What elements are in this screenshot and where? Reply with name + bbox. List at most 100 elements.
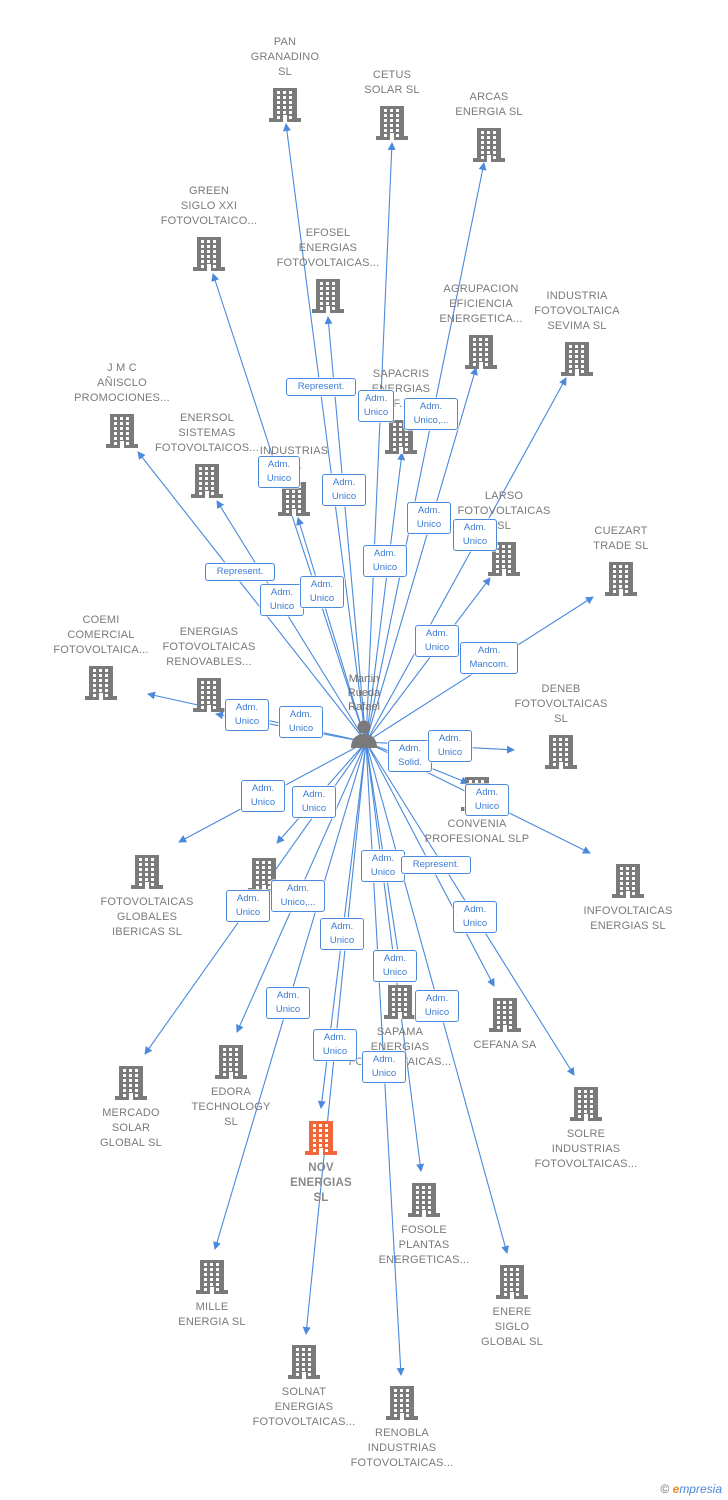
company-node-nov[interactable]: NOV ENERGIAS SL (261, 1119, 381, 1206)
company-node-enere[interactable]: ENERE SIGLO GLOBAL SL (452, 1263, 572, 1350)
relation-label-ksl[interactable]: Adm. Unico (292, 786, 336, 818)
building-icon (193, 678, 225, 712)
company-node-jmc[interactable]: J M C AÑISCLO PROMOCIONES... (62, 361, 182, 448)
relation-label-green[interactable]: Adm. Unico (258, 456, 300, 488)
company-node-solnat[interactable]: SOLNAT ENERGIAS FOTOVOLTAICAS... (244, 1343, 364, 1430)
building-icon (384, 985, 416, 1019)
company-label: SOLRE INDUSTRIAS FOTOVOLTAICAS... (534, 1128, 638, 1170)
edge-sapacris (365, 452, 406, 743)
relation-label-renovables[interactable]: Adm. Unico (279, 706, 323, 738)
company-label: ENERSOL SISTEMAS FOTOVOLTAICOS... (154, 412, 260, 454)
company-label: ENERGIAS FOTOVOLTAICAS RENOVABLES... (162, 626, 256, 668)
company-node-mercado[interactable]: MERCADO SOLAR GLOBAL SL (71, 1064, 191, 1151)
company-node-green[interactable]: GREEN SIGLO XXI FOTOVOLTAICO... (149, 184, 269, 271)
company-label: FOTOVOLTAICAS GLOBALES IBERICAS SL (100, 896, 194, 938)
copyright: © empresia (660, 1482, 722, 1496)
company-label: INFOVOLTAICAS ENERGIAS SL (583, 905, 673, 932)
building-icon (215, 1045, 247, 1079)
company-label: RENOBLA INDUSTRIAS FOTOVOLTAICAS... (350, 1427, 454, 1469)
relation-label-infovoltaicas[interactable]: Adm. Unico (453, 901, 497, 933)
company-node-enersol[interactable]: ENERSOL SISTEMAS FOTOVOLTAICOS... (147, 411, 267, 498)
company-node-globales[interactable]: FOTOVOLTAICAS GLOBALES IBERICAS SL (87, 853, 207, 940)
company-label: FOSOLE PLANTAS ENERGETICAS... (378, 1224, 470, 1266)
company-label: MERCADO SOLAR GLOBAL SL (100, 1107, 162, 1149)
person-node[interactable]: Martin Rueda Rafael (324, 672, 404, 753)
building-icon (465, 335, 497, 369)
edge-industrias (296, 517, 367, 743)
company-node-deneb[interactable]: DENEB FOTOVOLTAICAS SL (501, 682, 621, 769)
company-node-larso[interactable]: LARSO FOTOVOLTAICAS SL (444, 489, 564, 576)
relation-label-agrupacion[interactable]: Adm. Unico (407, 502, 451, 534)
relation-label-infovoltaicas[interactable]: Represent. (401, 856, 471, 874)
company-node-pan[interactable]: PAN GRANADINO SL (225, 35, 345, 122)
company-node-renovables[interactable]: ENERGIAS FOTOVOLTAICAS RENOVABLES... (149, 625, 269, 712)
company-label: LARSO FOTOVOLTAICAS SL (457, 490, 551, 532)
relation-label-convenia[interactable]: Adm. Unico (465, 784, 509, 816)
building-icon (545, 735, 577, 769)
company-node-efosel[interactable]: EFOSEL ENERGIAS FOTOVOLTAICAS... (268, 226, 388, 313)
company-label: AGRUPACION EFICIENCIA ENERGETICA... (439, 283, 523, 325)
relation-label-renobla[interactable]: Adm. Unico (362, 1051, 406, 1083)
company-node-mille[interactable]: MILLE ENERGIA SL (152, 1258, 272, 1330)
relation-label-jmc[interactable]: Represent. (205, 563, 275, 581)
company-node-coemi[interactable]: COEMI COMERCIAL FOTOVOLTAICA... (41, 613, 161, 700)
company-node-fosole[interactable]: FOSOLE PLANTAS ENERGETICAS... (364, 1181, 484, 1268)
building-icon (193, 237, 225, 271)
edge-pan (282, 123, 367, 743)
building-icon (85, 666, 117, 700)
company-node-cuezart[interactable]: CUEZART TRADE SL (561, 524, 681, 596)
company-label: GREEN SIGLO XXI FOTOVOLTAICO... (160, 185, 258, 227)
relation-label-edora[interactable]: Adm. Unico (266, 987, 310, 1019)
brand-name: mpresia (679, 1482, 722, 1496)
relation-label-arcas[interactable]: Adm. Unico,... (404, 398, 458, 430)
building-icon (561, 342, 593, 376)
company-node-renobla[interactable]: RENOBLA INDUSTRIAS FOTOVOLTAICAS... (342, 1384, 462, 1471)
building-icon (131, 855, 163, 889)
relation-label-mercado[interactable]: Adm. Unico (226, 890, 270, 922)
company-node-cefana[interactable]: CEFANA SA (445, 996, 565, 1053)
relation-label-nov[interactable]: Adm. Unico (320, 918, 364, 950)
relation-label-deneb[interactable]: Adm. Unico (428, 730, 472, 762)
building-icon (570, 1087, 602, 1121)
relation-label-larso[interactable]: Adm. Unico (453, 519, 497, 551)
edge-cetus (365, 142, 396, 743)
company-node-agrupacion[interactable]: AGRUPACION EFICIENCIA ENERGETICA... (421, 282, 541, 369)
relation-label-sapama[interactable]: Adm. Unico (373, 950, 417, 982)
relation-label-enersol[interactable]: Adm. Unico (260, 584, 304, 616)
company-node-sevima[interactable]: INDUSTRIA FOTOVOLTAICA SEVIMA SL (517, 289, 637, 376)
person-name: Martin Rueda Rafael (347, 673, 381, 713)
building-icon (489, 998, 521, 1032)
relation-label-globales[interactable]: Adm. Unico (241, 780, 285, 812)
company-node-solre[interactable]: SOLRE INDUSTRIAS FOTOVOLTAICAS... (526, 1085, 646, 1172)
relation-label-sapama[interactable]: Adm. Unico (361, 850, 405, 882)
relation-label-efosel[interactable]: Adm. Unico (322, 474, 366, 506)
relation-label-sapacris[interactable]: Adm. Unico (363, 545, 407, 577)
company-label: MILLE ENERGIA SL (178, 1301, 246, 1328)
relation-label-solnat[interactable]: Adm. Unico (313, 1029, 357, 1061)
company-label: SOLNAT ENERGIAS FOTOVOLTAICAS... (252, 1386, 356, 1428)
company-node-cetus[interactable]: CETUS SOLAR SL (332, 68, 452, 140)
company-label: ENERE SIGLO GLOBAL SL (481, 1306, 543, 1348)
relation-label-pan[interactable]: Represent. (286, 378, 356, 396)
relation-label-fosole[interactable]: Adm. Unico (415, 990, 459, 1022)
company-node-infovoltaicas[interactable]: INFOVOLTAICAS ENERGIAS SL (568, 862, 688, 934)
company-node-edora[interactable]: EDORA TECHNOLOGY SL (171, 1043, 291, 1130)
relation-label-cuezart[interactable]: Adm. Mancom. (460, 642, 518, 674)
company-node-arcas[interactable]: ARCAS ENERGIA SL (429, 90, 549, 162)
relation-label-industrias[interactable]: Adm. Unico (300, 576, 344, 608)
building-icon (106, 414, 138, 448)
building-icon (191, 464, 223, 498)
building-icon (612, 864, 644, 898)
relation-label-cetus[interactable]: Adm. Unico (358, 390, 394, 422)
company-label: EFOSEL ENERGIAS FOTOVOLTAICAS... (276, 227, 380, 269)
relation-label-edora[interactable]: Adm. Unico,... (271, 880, 325, 912)
brand-e-logo: e (672, 1482, 680, 1496)
edge-enersol (216, 500, 367, 743)
company-label: J M C AÑISCLO PROMOCIONES... (74, 362, 170, 404)
relation-label-cuezart[interactable]: Adm. Unico (415, 625, 459, 657)
building-icon (385, 420, 417, 454)
edge-jmc (137, 451, 367, 743)
relation-label-coemi[interactable]: Adm. Unico (225, 699, 269, 731)
relation-label-deneb[interactable]: Adm. Solid. (388, 740, 432, 772)
